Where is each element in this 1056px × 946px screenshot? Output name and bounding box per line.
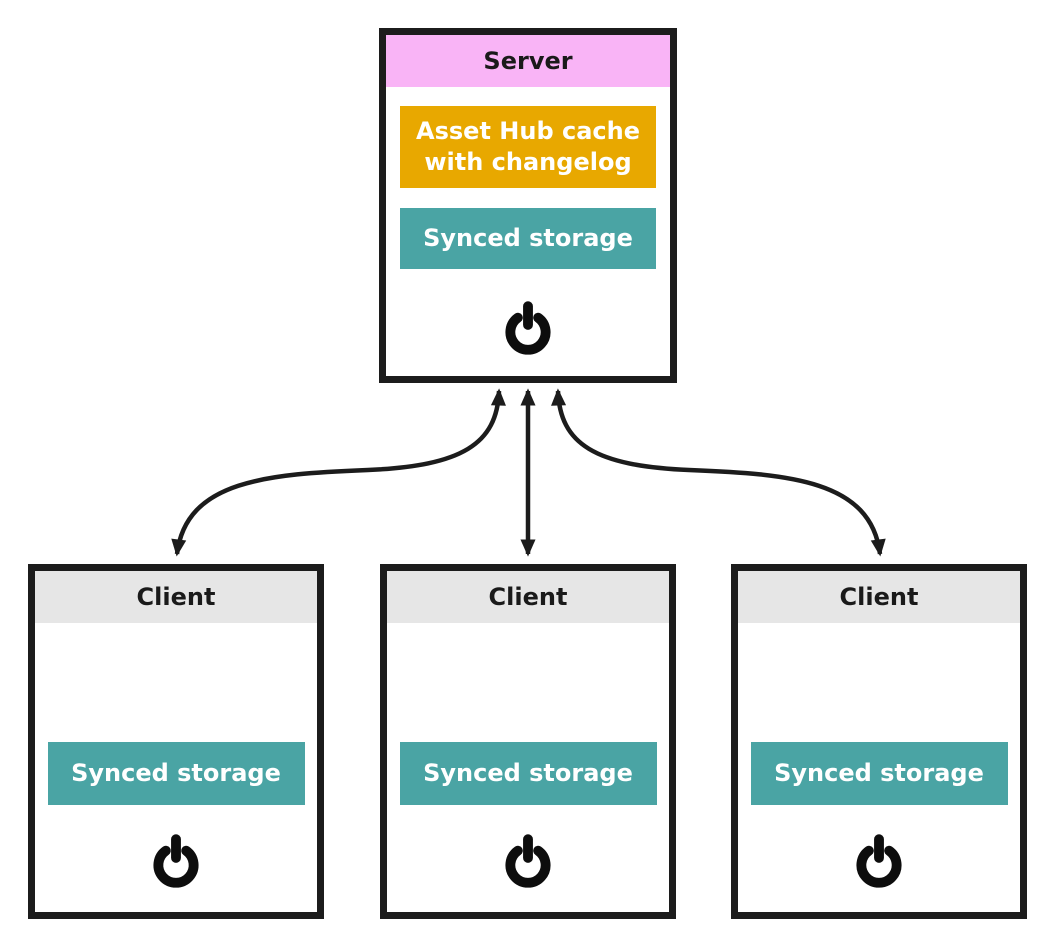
power-icon (856, 834, 902, 888)
sync-arrow-right (551, 388, 886, 557)
server-node: Server Asset Hub cache with changelog Sy… (379, 28, 677, 383)
client-2-storage-component: Synced storage (399, 742, 657, 805)
client-2-header: Client (387, 571, 669, 623)
power-icon (505, 834, 551, 888)
server-header: Server (386, 35, 670, 87)
client-node-3: Client Synced storage (731, 564, 1027, 919)
client-3-header: Client (738, 571, 1020, 623)
client-node-2: Client Synced storage (380, 564, 676, 919)
client-3-storage-component: Synced storage (750, 742, 1008, 805)
client-1-header: Client (35, 571, 317, 623)
server-cache-component: Asset Hub cache with changelog (400, 106, 656, 188)
server-storage-component: Synced storage (400, 208, 656, 269)
power-icon (153, 834, 199, 888)
client-1-storage-component: Synced storage (47, 742, 305, 805)
client-node-1: Client Synced storage (28, 564, 324, 919)
power-icon (505, 301, 551, 355)
sync-arrow-left (171, 388, 506, 557)
